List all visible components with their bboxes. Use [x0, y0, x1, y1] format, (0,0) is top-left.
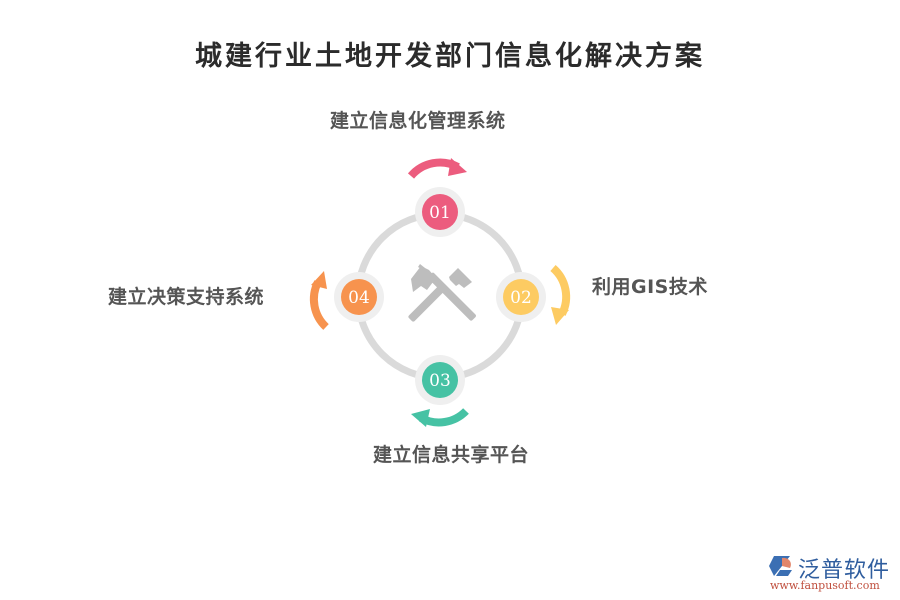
step-node-02: 02: [496, 272, 546, 322]
step-number-03: 03: [429, 371, 451, 391]
hammer-crossed-icon: [408, 264, 476, 322]
arrow-icon-02: [550, 264, 571, 325]
step-number-01: 01: [429, 203, 451, 223]
step-label-03: 建立信息共享平台: [373, 444, 530, 466]
step-node-01: 01: [415, 187, 465, 237]
step-label-02: 利用GIS技术: [592, 276, 708, 298]
logo-url: www.fanpusoft.com: [770, 579, 880, 592]
logo-name: 泛普软件: [798, 558, 891, 583]
logo-mark-icon: [769, 556, 792, 576]
step-node-04: 04: [334, 272, 384, 322]
arrow-icon-01: [407, 158, 467, 179]
page-title: 城建行业土地开发部门信息化解决方案: [195, 41, 705, 72]
step-label-01: 建立信息化管理系统: [330, 110, 506, 132]
step-number-02: 02: [510, 288, 532, 308]
arrow-icon-04: [309, 271, 329, 330]
step-number-04: 04: [348, 288, 370, 308]
step-label-04: 建立决策支持系统: [108, 286, 265, 308]
arrow-icon-03: [411, 408, 469, 427]
brand-logo: 泛普软件 www.fanpusoft.com: [768, 552, 893, 596]
step-node-03: 03: [415, 355, 465, 405]
